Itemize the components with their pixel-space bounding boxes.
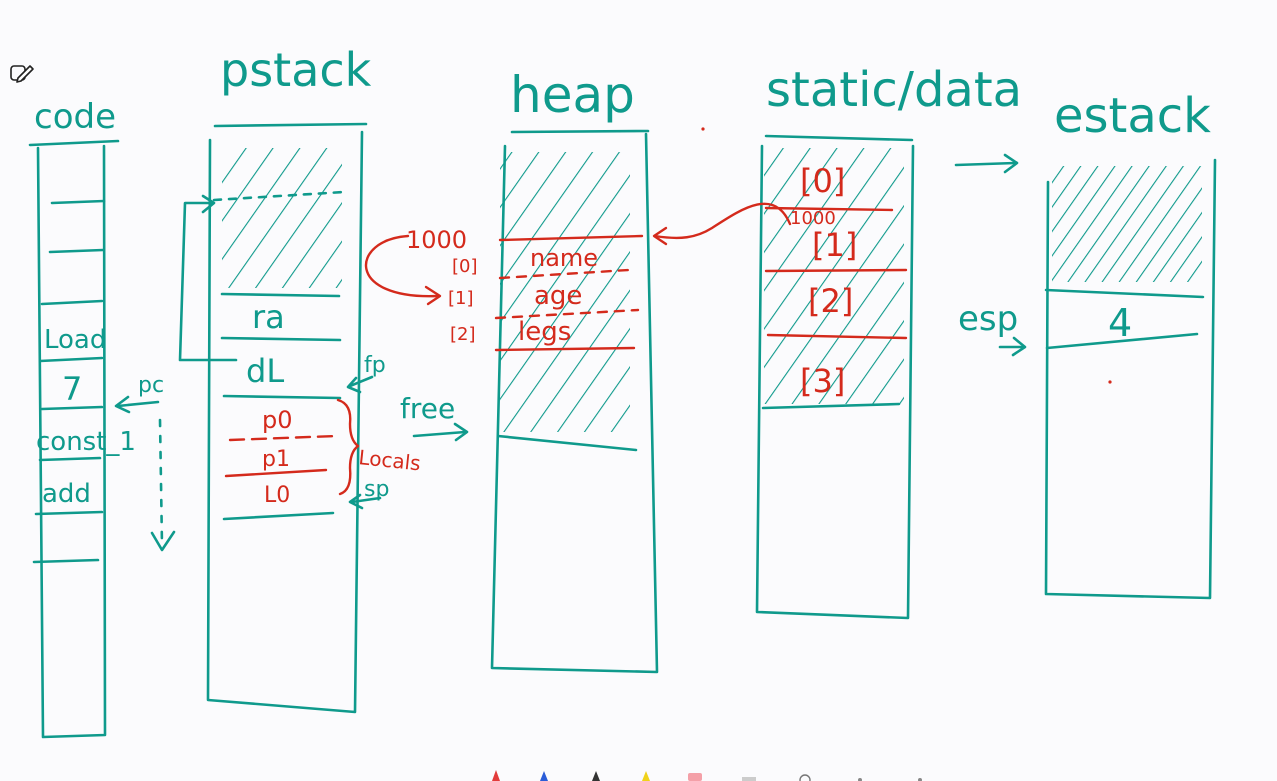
pstack-local-l0: L0 — [264, 483, 290, 508]
static-to-estack-arrow — [954, 153, 1019, 174]
color-palette-icon[interactable] — [480, 768, 940, 781]
esp-label: esp — [958, 299, 1018, 339]
heap-index-0: [0] — [452, 256, 478, 277]
heap-index-2: [2] — [450, 324, 476, 345]
heap-address: 1000 — [406, 226, 467, 254]
pstack-local-p1: p1 — [262, 447, 290, 472]
code-cell-add: add — [42, 479, 91, 509]
sp-pointer — [348, 493, 382, 510]
pc-label: pc — [138, 373, 164, 398]
pstack-title: pstack — [220, 43, 372, 97]
pen-tool-icon[interactable] — [10, 60, 36, 86]
sp-label: sp — [364, 477, 389, 502]
heap-field-legs: legs — [518, 317, 571, 347]
pstack-local-p0: p0 — [262, 406, 293, 434]
estack-cell-4: 4 — [1108, 301, 1132, 345]
static-cell-1: [1] — [812, 226, 857, 264]
free-pointer — [412, 422, 469, 442]
heap-address-arrow — [364, 234, 440, 298]
static-to-heap-arrow — [653, 202, 792, 240]
pstack-cell-ra: ra — [252, 298, 285, 336]
static-cell-2: [2] — [808, 282, 853, 320]
estack-title: estack — [1054, 88, 1211, 144]
heap-field-name: name — [530, 244, 598, 272]
pstack-cell-dl: dL — [246, 352, 284, 390]
fp-label: fp — [364, 353, 386, 378]
locals-label: Locals — [357, 445, 421, 475]
estack-column — [1044, 158, 1217, 600]
code-cell-7: 7 — [62, 370, 82, 408]
heap-column — [490, 129, 659, 674]
static-cell-0: [0] — [800, 162, 845, 200]
code-cell-load: Load — [44, 325, 106, 355]
fp-pointer — [346, 375, 374, 394]
static-value-1000: 1000 — [790, 208, 836, 229]
free-label: free — [400, 392, 455, 425]
esp-pointer — [998, 336, 1027, 357]
heap-index-1: [1] — [448, 288, 474, 309]
pstack-column — [178, 122, 368, 714]
code-column — [28, 139, 120, 739]
static-data-title: static/data — [766, 62, 1022, 118]
heap-title: heap — [510, 66, 635, 124]
code-cell-const: const_1 — [36, 427, 136, 457]
static-cell-3: [3] — [800, 362, 845, 400]
static-data-column — [755, 134, 915, 620]
code-title: code — [34, 97, 116, 137]
locals-brace — [336, 398, 360, 496]
heap-field-age: age — [534, 281, 582, 311]
pc-pointer — [114, 395, 176, 552]
